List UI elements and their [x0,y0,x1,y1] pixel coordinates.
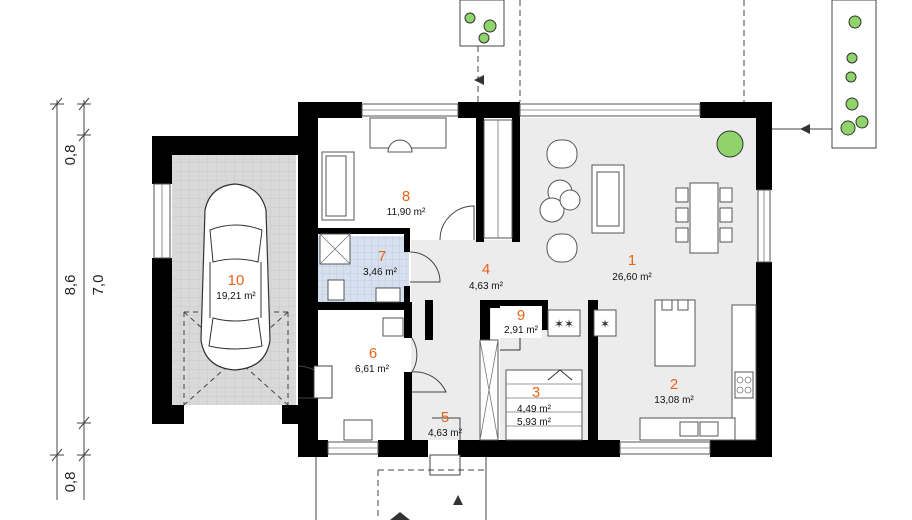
windows [153,103,771,455]
room-3-number: 3 [532,384,540,401]
garage-door [183,311,289,406]
room-2-number: 2 [670,376,678,393]
room-3-area-2: 5,93 m² [517,417,552,428]
dimension-inner: 7,0 [90,275,107,296]
hall-floor [411,240,521,302]
room-4-label: 4 4,63 m² [469,261,504,292]
room-1-area: 26,60 m² [612,272,652,283]
room-10-number: 10 [228,272,245,289]
svg-text:✶: ✶ [600,317,610,331]
room-5-number: 5 [441,409,449,426]
room-5-area: 4,63 m² [428,428,463,439]
exterior [315,0,877,520]
room-7-number: 7 [378,248,386,265]
corridor-floor [411,302,491,440]
dimension-lines [50,97,91,500]
room-9-area: 2,91 m² [504,325,539,336]
room-5-label: 5 4,63 m² [428,409,463,439]
room-6-area: 6,61 m² [355,364,390,375]
dimension-bottom-offset: 0,8 [62,472,79,493]
svg-text:✶✶: ✶✶ [554,317,574,331]
room-8-area: 11,90 m² [387,207,426,218]
room-3-label: 3 4,49 m² 5,93 m² [517,384,552,428]
room-10-label: 10 19,21 m² [212,270,260,302]
room-2-label: 2 13,08 m² [654,376,694,406]
room-1-label: 1 26,60 m² [612,252,652,283]
utility-floor [318,318,409,438]
room-6-number: 6 [369,345,377,362]
room-4-area: 4,63 m² [469,281,504,292]
room-1-number: 1 [628,252,636,269]
room-9-label: 9 2,91 m² [500,306,542,338]
room-6-label: 6 6,61 m² [355,345,390,375]
dimension-top-offset: 0,8 [62,145,79,166]
room-2-area: 13,08 m² [654,395,694,406]
room-3-area: 4,49 m² [517,404,552,415]
room-10-area: 19,21 m² [216,291,256,302]
room-7-label: 7 3,46 m² [363,248,398,278]
furniture: ✶✶ ✶ [319,117,757,441]
room-4-number: 4 [482,261,490,278]
room-7-area: 3,46 m² [363,267,398,278]
room-8-number: 8 [402,188,410,205]
room-9-number: 9 [517,307,525,324]
room-8-label: 8 11,90 m² [387,188,426,218]
dimension-total: 8,6 [62,275,79,296]
plant-icon [716,130,744,158]
